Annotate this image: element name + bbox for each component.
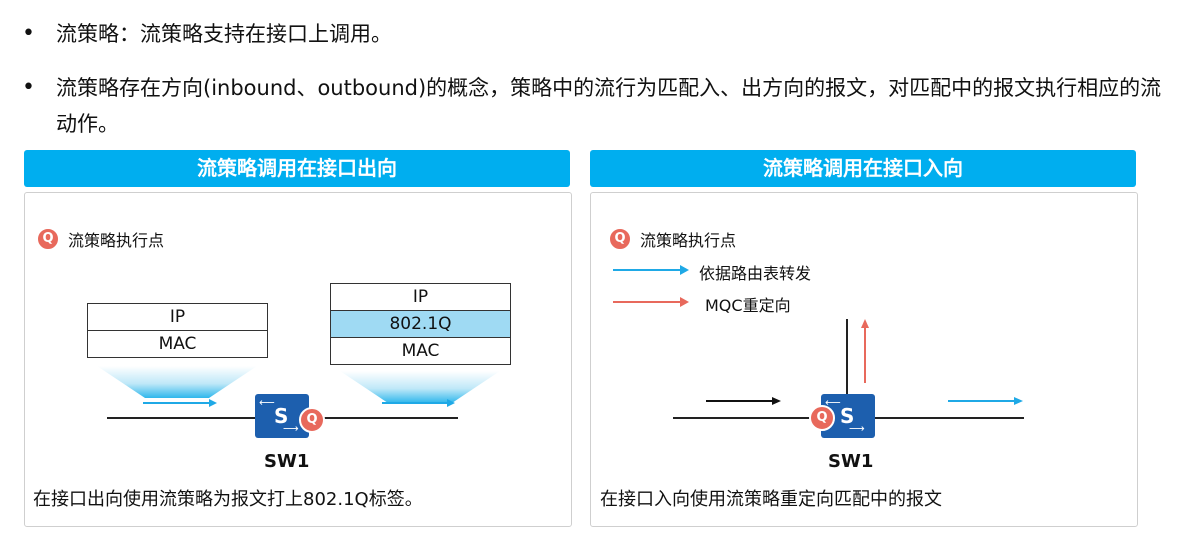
- switch-label: SW1: [264, 451, 310, 472]
- q-circle-icon: Q: [299, 407, 325, 433]
- switch-label: SW1: [828, 451, 874, 472]
- link-right: [308, 417, 458, 419]
- bullet-text: 流策略：流策略支持在接口上调用。: [56, 22, 392, 46]
- legend-exec-point: Q 流策略执行点: [36, 227, 164, 251]
- switch-letter: S: [840, 404, 855, 428]
- inbound-caption: 在接口入向使用流策略重定向匹配中的报文: [600, 489, 942, 510]
- stack-row-ip: IP: [88, 304, 267, 331]
- bullet-policy-interface: • 流策略：流策略支持在接口上调用。: [22, 16, 1162, 52]
- q-circle-icon: Q: [608, 227, 632, 251]
- stack-row-mac: MAC: [158, 334, 197, 354]
- link-left: [107, 417, 257, 419]
- legend-redirect-label: MQC重定向: [705, 296, 791, 315]
- link-left: [673, 417, 823, 419]
- outbound-panel-title: 流策略调用在接口出向: [24, 150, 570, 187]
- stack-row-8021q: 802.1Q: [331, 311, 510, 338]
- inbound-panel-title: 流策略调用在接口入向: [590, 150, 1136, 187]
- legend-forward-label: 依据路由表转发: [699, 264, 812, 283]
- bullet-dot: •: [22, 21, 35, 46]
- bullet-text: 流策略存在方向(inbound、outbound)的概念，策略中的流行为匹配入、…: [56, 76, 1162, 136]
- bullet-dot: •: [22, 75, 35, 100]
- bullet-policy-direction: • 流策略存在方向(inbound、outbound)的概念，策略中的流行为匹配…: [22, 70, 1162, 142]
- inbound-diagram: Q 流策略执行点 依据路由表转发 MQC重定向 ⟵ S ⟶: [590, 192, 1138, 527]
- link-up: [846, 319, 848, 395]
- packet-stack-before: IP MAC: [87, 303, 268, 358]
- switch-letter: S: [274, 404, 289, 428]
- legend-forward: 依据路由表转发: [699, 260, 811, 284]
- legend-exec-label: 流策略执行点: [640, 231, 737, 250]
- outbound-arrows: [143, 399, 455, 407]
- outbound-diagram: Q 流策略执行点 IP MAC IP 802.1Q MAC ⟵ S ⟶ Q S: [24, 192, 572, 527]
- q-circle-icon: Q: [36, 227, 60, 251]
- outbound-caption: 在接口出向使用流策略为报文打上802.1Q标签。: [33, 489, 423, 510]
- legend-exec-point: Q 流策略执行点: [608, 227, 736, 251]
- stack-row-ip: IP: [331, 284, 510, 311]
- q-circle-icon: Q: [809, 405, 835, 431]
- legend-exec-label: 流策略执行点: [68, 231, 165, 250]
- inbound-arrows: [613, 265, 1023, 405]
- stack-row-mac: MAC: [401, 341, 440, 361]
- packet-stack-after: IP 802.1Q MAC: [330, 283, 511, 365]
- link-right: [874, 417, 1024, 419]
- legend-redirect: MQC重定向: [705, 292, 791, 316]
